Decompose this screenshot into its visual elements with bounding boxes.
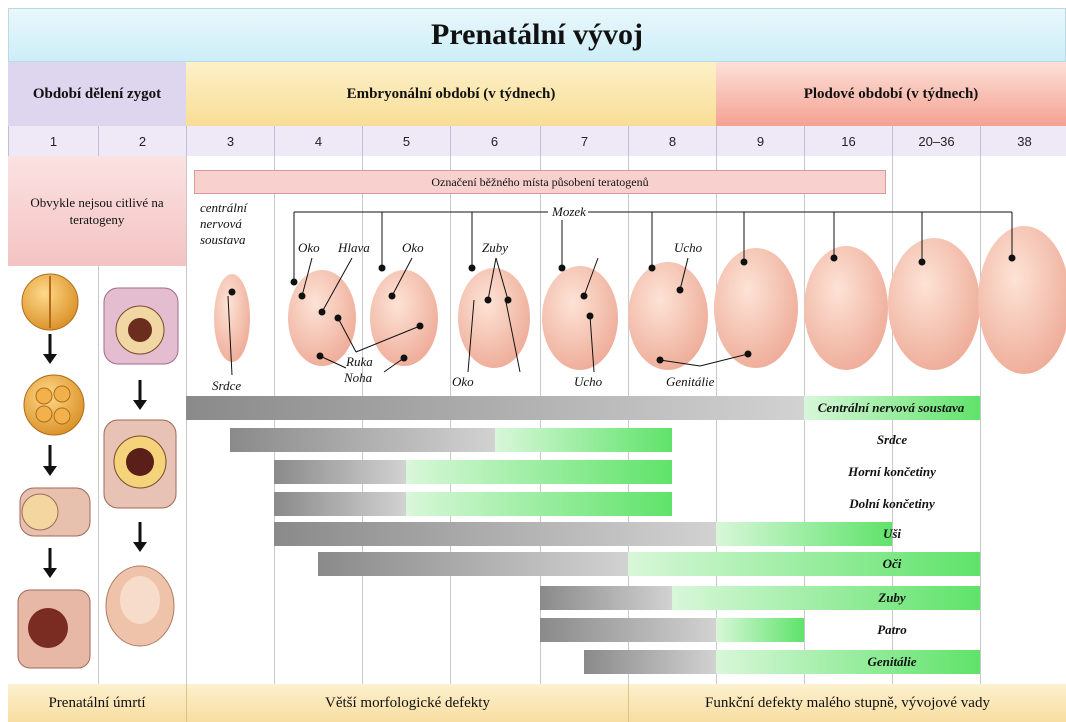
embryo-week-6-7 (458, 266, 618, 370)
sensitive-period-bar (540, 618, 716, 642)
sensitive-period-bar (230, 428, 495, 452)
sensitive-period-bar (274, 522, 716, 546)
system-label: Genitálie (804, 654, 980, 670)
label-ucho-8: Ucho (674, 240, 702, 256)
sensitive-period-bar (274, 460, 406, 484)
sensitive-period-bar (186, 396, 804, 420)
sensitive-period-bar (274, 492, 406, 516)
label-hlava: Hlava (338, 240, 370, 256)
system-label: Zuby (804, 590, 980, 606)
less-sensitive-period-bar (406, 460, 672, 484)
system-label: Oči (804, 556, 980, 572)
outcome-prenatal-death: Prenatální úmrtí (8, 684, 186, 722)
label-srdce: Srdce (212, 378, 241, 394)
outcome-functional-defects: Funkční defekty malého stupně, vývojové … (628, 684, 1066, 722)
label-oko-6: Oko (452, 374, 474, 390)
less-sensitive-period-bar (495, 428, 672, 452)
sensitive-period-bar (540, 586, 672, 610)
zygote-stage-icon (18, 274, 90, 668)
system-label: Centrální nervová soustava (796, 400, 986, 416)
embryo-week-3 (214, 274, 250, 362)
less-sensitive-period-bar (406, 492, 672, 516)
sensitive-period-bar (318, 552, 628, 576)
system-label: Patro (804, 622, 980, 638)
system-label: Srdce (804, 432, 980, 448)
label-noha: Noha (344, 370, 372, 386)
less-sensitive-period-bar (716, 618, 804, 642)
label-oko-5: Oko (402, 240, 424, 256)
label-genitalie: Genitálie (666, 374, 714, 390)
fetus-week-16-38 (804, 226, 1066, 374)
label-ucho-7: Ucho (574, 374, 602, 390)
sensitive-period-bar (584, 650, 716, 674)
system-label: Horní končetiny (804, 464, 980, 480)
label-oko-4: Oko (298, 240, 320, 256)
system-label: Uši (804, 526, 980, 542)
label-cns: centrální nervová soustava (200, 200, 270, 248)
system-label: Dolní končetiny (804, 496, 980, 512)
embryo-week-4-5 (288, 270, 438, 366)
outcome-major-defects: Větší morfologické defekty (186, 684, 628, 722)
implantation-stage-icon (104, 288, 178, 646)
label-ruka: Ruka (346, 354, 373, 370)
label-zuby: Zuby (482, 240, 508, 256)
label-mozek: Mozek (550, 204, 588, 220)
